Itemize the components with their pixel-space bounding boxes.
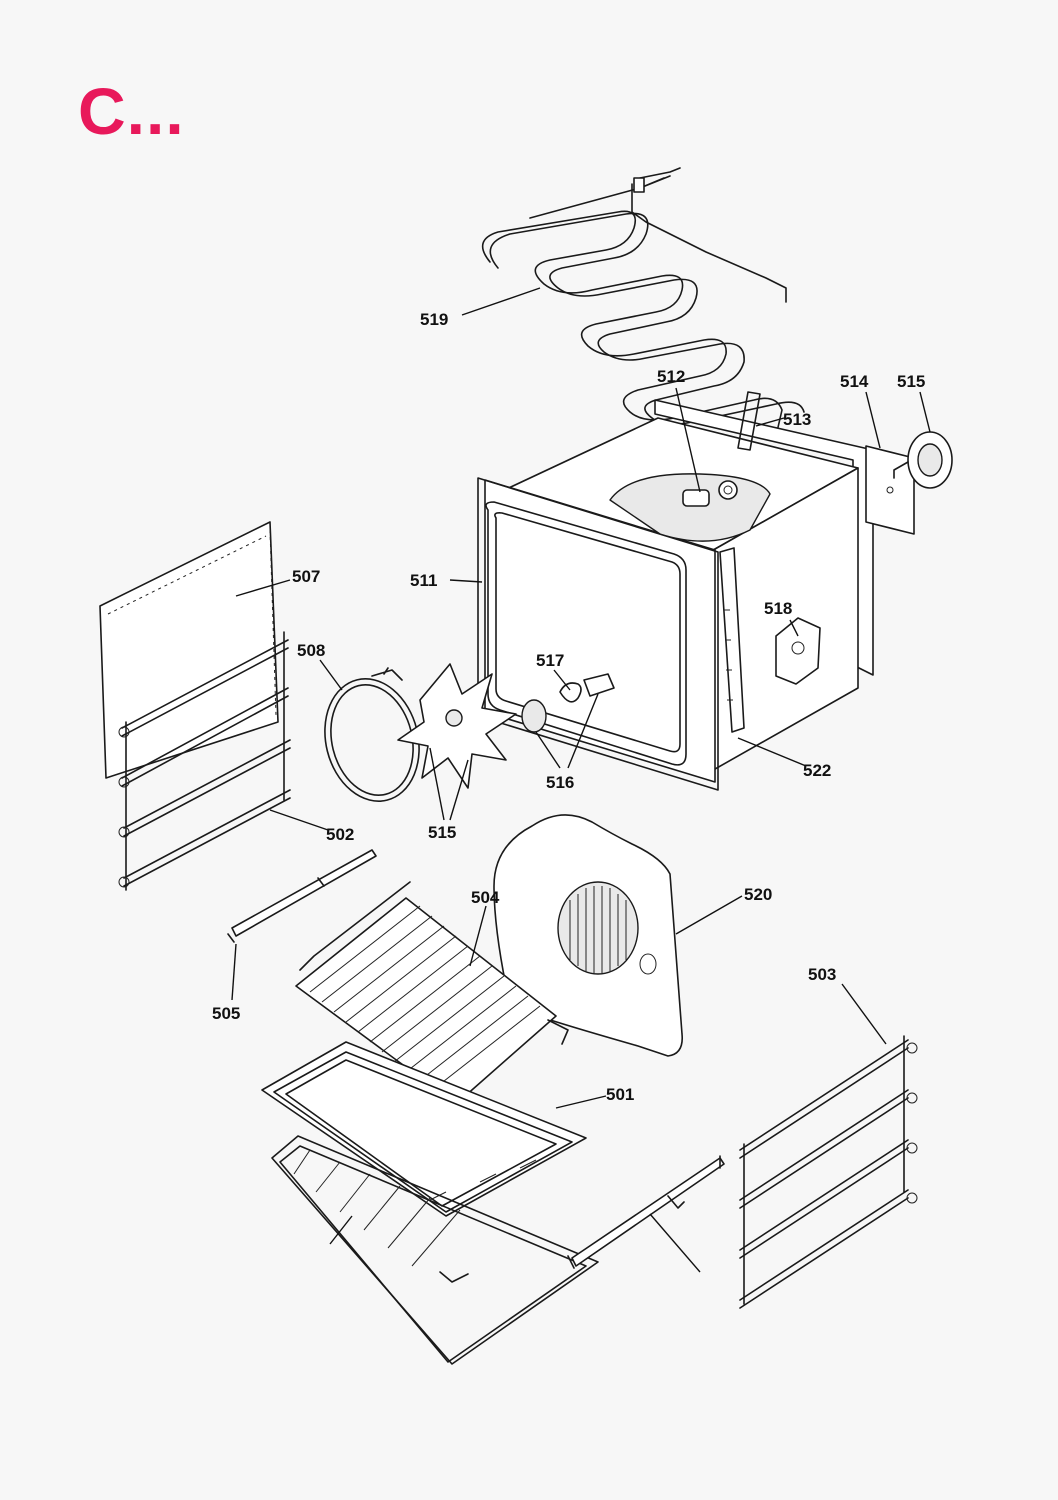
callout-515-fan: 515 <box>428 823 456 842</box>
leader-504 <box>231 943 237 1001</box>
callout-514: 514 <box>840 372 869 391</box>
part-515-fan-impeller <box>397 663 517 789</box>
part-501-rail <box>567 1155 725 1269</box>
leader-511 <box>449 579 483 583</box>
part-519-grill-element <box>481 167 805 437</box>
callout-506: 504 <box>471 888 500 907</box>
leader-514 <box>865 391 881 449</box>
callout-502-right: 503 <box>808 965 836 984</box>
leader-518 <box>789 619 799 637</box>
callout-508: 508 <box>297 641 325 660</box>
part-514-motor-plate <box>865 445 915 535</box>
callout-507: 507 <box>292 567 320 586</box>
part-502-right-runner <box>739 1035 918 1309</box>
leader-502a <box>269 809 329 831</box>
leader-506 <box>469 905 487 967</box>
leader-516a <box>535 731 561 769</box>
leader-522 <box>737 737 807 767</box>
leader-508 <box>319 659 343 691</box>
part-520-fan-cover <box>493 814 684 1057</box>
page-title: C... <box>78 74 185 148</box>
leader-515b-2 <box>449 759 469 821</box>
leader-512 <box>675 387 701 493</box>
part-505-tray <box>261 1041 587 1217</box>
leader-517 <box>553 669 571 691</box>
callout-511: 511 <box>410 571 437 590</box>
leader-515b-1 <box>429 747 445 821</box>
callout-518: 518 <box>764 599 792 618</box>
leader-515a <box>919 391 931 433</box>
leader-502b <box>841 983 887 1045</box>
part-502-left-runner <box>118 631 291 891</box>
leader-513 <box>755 417 785 427</box>
callout-517: 517 <box>536 651 564 670</box>
callout-519: 519 <box>420 310 448 329</box>
leader-503 <box>329 1215 353 1245</box>
leader-507 <box>235 579 291 597</box>
callout-504: 505 <box>212 1004 240 1023</box>
part-503-lower-shelf <box>271 1135 599 1365</box>
leader-520 <box>675 895 743 935</box>
callout-502-left: 502 <box>326 825 354 844</box>
part-507-back-panel <box>99 521 279 779</box>
callout-515-motor: 515 <box>897 372 925 391</box>
oven-cavity <box>477 391 874 791</box>
leader-501 <box>649 1213 701 1273</box>
part-504-rail <box>227 849 377 943</box>
leader-519 <box>461 287 541 316</box>
callout-520: 520 <box>744 885 772 904</box>
leader-516b <box>567 693 599 769</box>
callout-516: 516 <box>546 773 574 792</box>
leader-505 <box>555 1095 607 1109</box>
callout-513: 513 <box>783 410 811 429</box>
callout-522: 522 <box>803 761 831 780</box>
part-506-wire-shelf <box>295 881 569 1105</box>
callout-505: 501 <box>606 1085 634 1104</box>
callout-512: 512 <box>657 367 685 386</box>
